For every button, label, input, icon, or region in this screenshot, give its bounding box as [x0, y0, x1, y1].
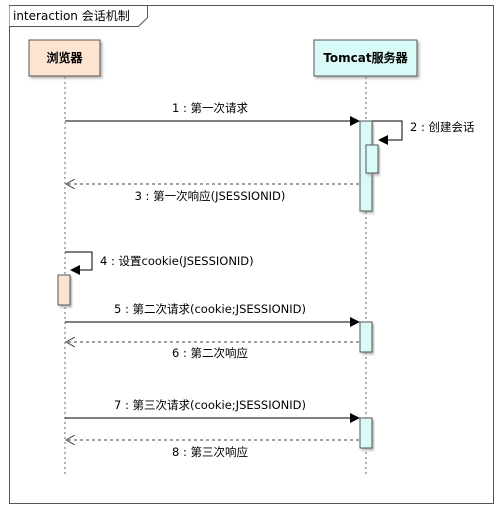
browser-activation	[57, 274, 71, 306]
tomcat-lifeline-head[interactable]: Tomcat服务器	[313, 39, 418, 77]
browser-label: 浏览器	[46, 50, 83, 65]
message-2-arrow	[372, 120, 403, 145]
tomcat-activation-2	[359, 321, 373, 353]
message-1-label: 1 : 第一次请求	[172, 101, 249, 115]
message-5-label: 5 : 第二次请求(cookie;JSESSIONID)	[114, 302, 306, 316]
message-4-label: 4 : 设置cookie(JSESSIONID)	[100, 254, 254, 268]
interaction-frame	[9, 5, 494, 504]
frame-title-tab	[9, 5, 148, 27]
message-3-label: 3 : 第一次响应(JSESSIONID)	[135, 189, 286, 203]
tomcat-label: Tomcat服务器	[323, 50, 408, 65]
browser-lifeline-head[interactable]: 浏览器	[28, 39, 101, 77]
tomcat-activation-nested	[365, 144, 379, 174]
tomcat-activation-3	[359, 417, 373, 449]
message-4-arrow	[65, 251, 93, 275]
frame-title: interaction 会话机制	[13, 9, 130, 23]
message-8-label: 8 : 第三次响应	[172, 445, 248, 459]
message-7-label: 7 : 第三次请求(cookie;JSESSIONID)	[114, 398, 306, 412]
message-6-label: 6 : 第二次响应	[172, 346, 248, 360]
message-2-label: 2 : 创建会话	[410, 120, 475, 134]
